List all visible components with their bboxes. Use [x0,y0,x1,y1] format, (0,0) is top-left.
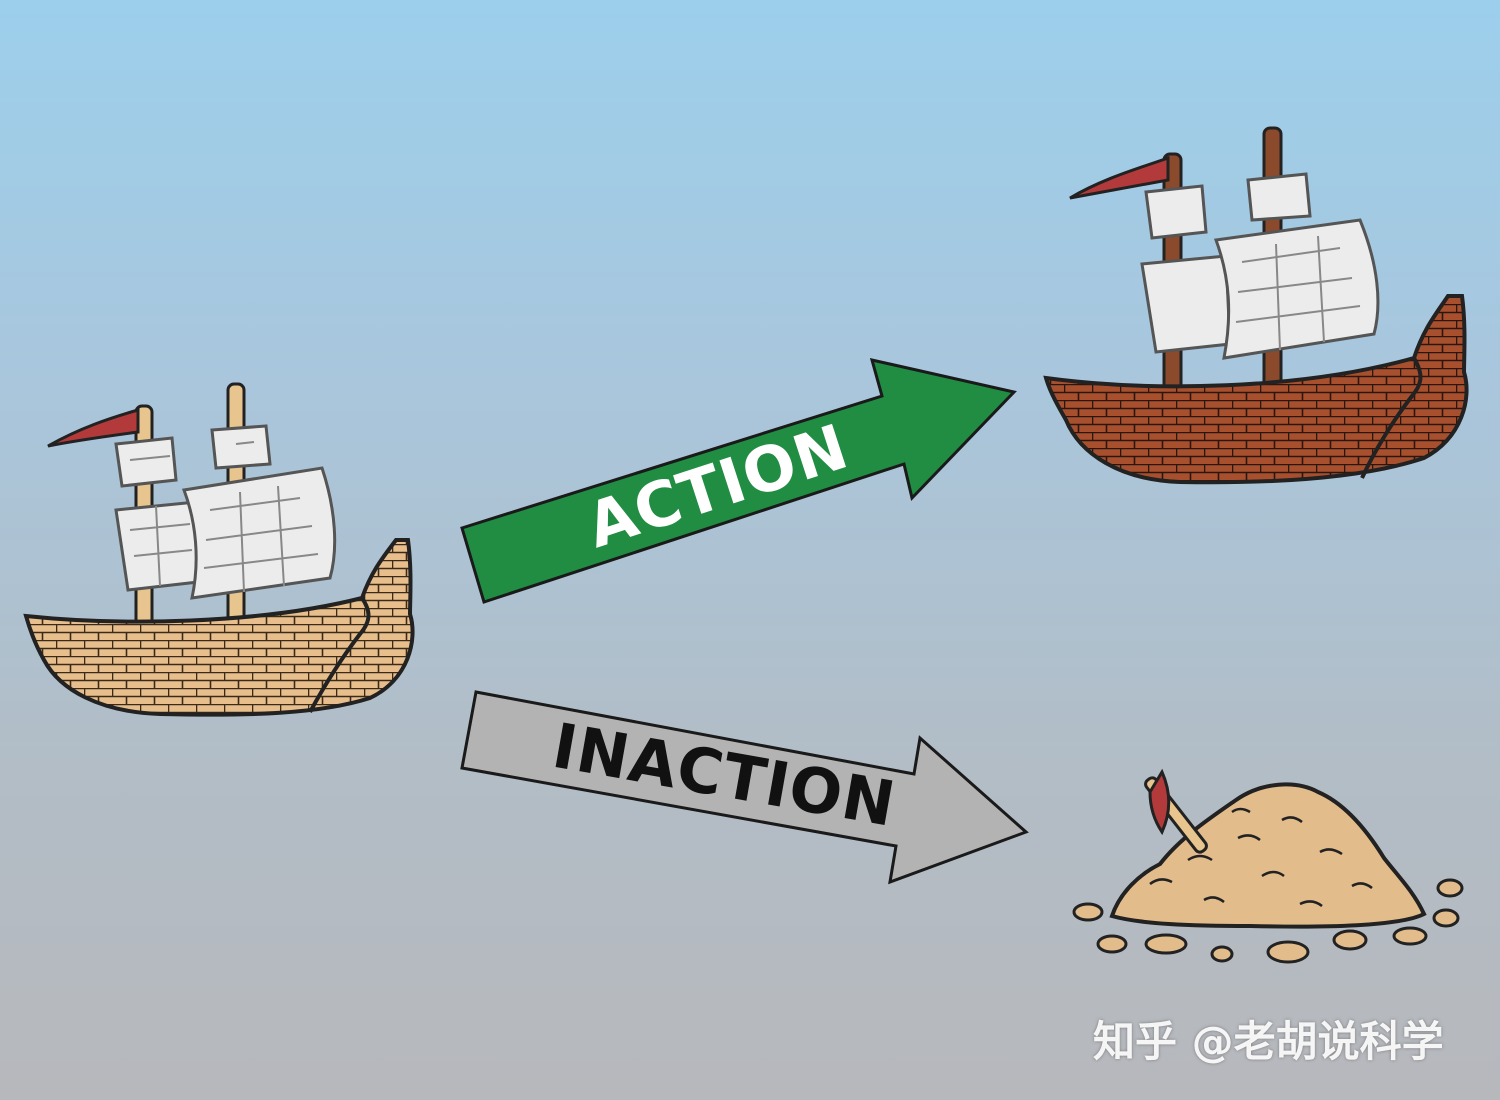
flag-icon-upgraded [1069,155,1170,200]
pebble [1392,926,1428,946]
sail-top-rear [210,424,272,470]
pebble [1144,933,1188,955]
sand-texture [1149,807,1373,908]
plain-ship-icon [23,382,415,717]
pebble [1266,940,1310,964]
hull-prow-line [308,596,371,713]
inaction-arrow-shape [460,690,1029,885]
sail-seams-upgraded [1235,235,1361,351]
sail-main-front-upgraded [1140,254,1232,354]
action-label: ACTION [578,410,857,563]
hull-prow-line-upgraded [1360,357,1423,479]
pebble [1072,902,1104,922]
sand-pile [1109,782,1427,929]
pebble [1432,908,1460,928]
sail-top-front [114,436,178,488]
action-arrow: ACTION [460,357,1017,604]
pebble [1210,945,1234,963]
inaction-arrow: INACTION [460,690,1029,885]
pebble [1096,934,1128,954]
sail-main-rear-upgraded [1213,218,1380,360]
sail-seams [203,485,319,593]
hull-upgraded [1043,294,1469,485]
flag-icon-wreck [1148,768,1171,836]
inaction-label: INACTION [547,709,901,841]
wreck-pile-icon [1072,768,1464,964]
flag-icon [47,408,140,448]
sail-top-front-upgraded [1144,184,1208,240]
action-arrow-shape [460,357,1017,604]
hull-plain [23,538,415,717]
upgraded-ship-icon [1043,126,1469,485]
watermark: 知乎 @老胡说科学 [1093,1017,1444,1066]
pebble [1436,878,1464,898]
sail-top-rear-upgraded [1246,172,1312,222]
sail-seams-small [129,441,255,587]
pebble [1332,929,1368,951]
